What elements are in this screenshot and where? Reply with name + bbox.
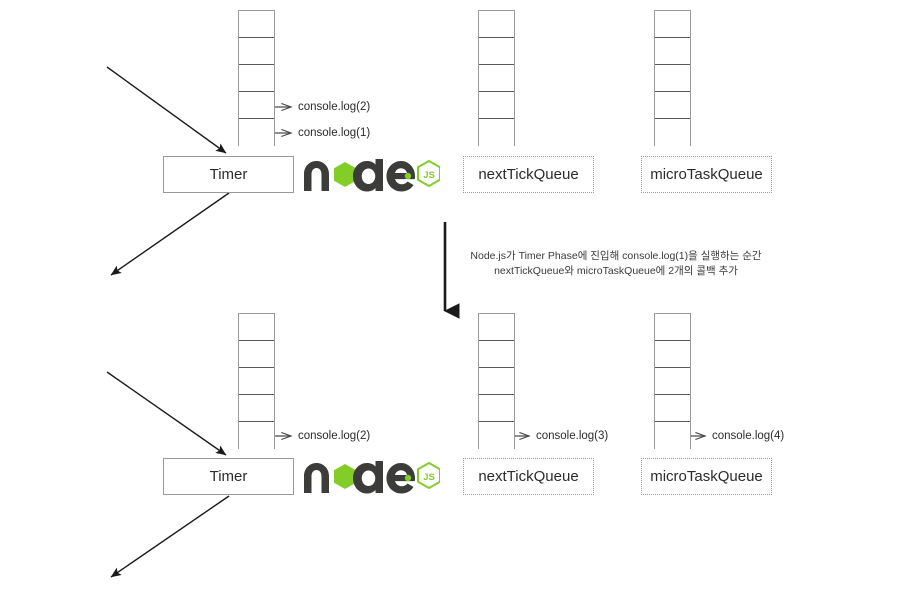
nexttick-queue-output-label: console.log(3) — [536, 430, 609, 442]
stack-cell — [479, 341, 514, 368]
microtask-queue-stack-top — [654, 10, 691, 146]
nodejs-logo-top: JS — [304, 159, 440, 192]
arrow-into-timer-top — [106, 66, 227, 154]
call-stack-bottom — [238, 313, 275, 449]
stack-cell — [239, 395, 274, 422]
stack-cell — [655, 11, 690, 38]
stack-cell — [479, 65, 514, 92]
stack-cell — [655, 395, 690, 422]
stack-cell — [239, 92, 274, 119]
call-stack-top — [238, 10, 275, 146]
timer-box-bottom[interactable]: Timer — [163, 458, 294, 495]
microtask-queue-label-top[interactable]: microTaskQueue — [641, 156, 772, 193]
transition-note-line-2: nextTickQueue와 microTaskQueue에 2개의 콜백 추가 — [494, 265, 738, 278]
microtask-queue-label-bottom[interactable]: microTaskQueue — [641, 458, 772, 495]
arrow-out-of-timer-bottom — [110, 495, 230, 578]
svg-text:JS: JS — [423, 170, 435, 181]
transition-note-line-1: Node.js가 Timer Phase에 진입해 console.log(1)… — [470, 250, 762, 262]
svg-text:JS: JS — [423, 472, 435, 483]
stack-cell — [479, 119, 514, 146]
nexttick-queue-stack-top — [478, 10, 515, 146]
stack-cell — [239, 119, 274, 146]
stack-cell — [655, 341, 690, 368]
nexttick-queue-label-bottom[interactable]: nextTickQueue — [463, 458, 594, 495]
nodejs-logo-bottom: JS — [304, 461, 440, 494]
stack-cell — [479, 314, 514, 341]
stack-cell — [655, 422, 690, 449]
stack-cell — [479, 368, 514, 395]
stack-cell — [239, 65, 274, 92]
microtask-queue-stack-bottom — [654, 313, 691, 449]
nexttick-queue-label-top[interactable]: nextTickQueue — [463, 156, 594, 193]
stack-cell — [479, 92, 514, 119]
nexttick-queue-stack-bottom — [478, 313, 515, 449]
stack-cell — [239, 368, 274, 395]
stack-cell — [655, 38, 690, 65]
stack-cell — [655, 65, 690, 92]
stack-cell — [479, 395, 514, 422]
stack-cell — [655, 368, 690, 395]
transition-note: Node.js가 Timer Phase에 진입해 console.log(1)… — [456, 249, 776, 279]
stack-cell — [479, 422, 514, 449]
arrow-into-timer-bottom — [106, 371, 227, 456]
stack-cell — [239, 11, 274, 38]
stack-cell — [479, 38, 514, 65]
arrow-out-of-timer-top — [110, 192, 230, 276]
callstack-output-label-top-2: console.log(1) — [298, 127, 371, 139]
stack-cell — [655, 92, 690, 119]
microtask-queue-output-label: console.log(4) — [712, 430, 785, 442]
callstack-output-label-top-1: console.log(2) — [298, 101, 371, 113]
callstack-output-label-bottom-1: console.log(2) — [298, 430, 371, 442]
stack-cell — [239, 314, 274, 341]
timer-box-top[interactable]: Timer — [163, 156, 294, 193]
stack-cell — [479, 11, 514, 38]
stack-cell — [655, 119, 690, 146]
stack-cell — [239, 38, 274, 65]
stack-cell — [655, 314, 690, 341]
stack-cell — [239, 422, 274, 449]
stack-cell — [239, 341, 274, 368]
